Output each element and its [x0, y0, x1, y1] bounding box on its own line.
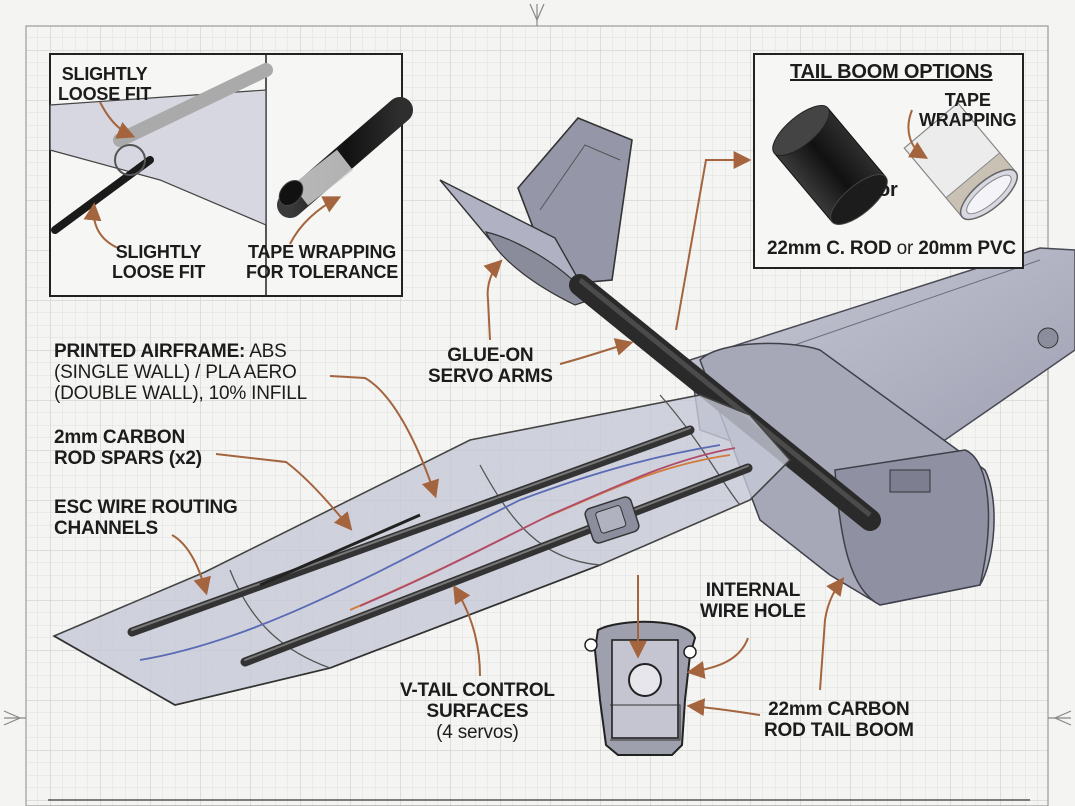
- inset-tape-wrapping-label: TAPE WRAPPING FOR TOLERANCE: [246, 242, 399, 282]
- inset-bottom-fit-label: SLIGHTLY LOOSE FIT: [112, 242, 206, 282]
- or-label: or: [878, 179, 898, 201]
- registration-marks: [3, 3, 1072, 726]
- internal-wire-hole-callout: INTERNAL WIRE HOLE: [700, 580, 806, 622]
- tape-wrapping-option-label: TAPE WRAPPING: [919, 90, 1017, 130]
- tail-boom-options-footer: 22mm C. ROD or 20mm PVC: [767, 238, 1016, 259]
- tail-boom-callout: 22mm CARBON ROD TAIL BOOM: [764, 699, 914, 741]
- loose-fit-inset: [49, 53, 413, 297]
- fuselage-pod: [689, 247, 1075, 606]
- footer-or: or: [896, 238, 914, 259]
- tail-boom-options-title: TAIL BOOM OPTIONS: [790, 61, 993, 83]
- esc-wires: [139, 444, 736, 661]
- v-tail-fin: [439, 117, 633, 306]
- tail-boom: [569, 274, 881, 531]
- inset-top-fit-label: SLIGHTLY LOOSE FIT: [58, 64, 152, 104]
- servo: [584, 496, 640, 544]
- glue-on-servo-callout: GLUE-ON SERVO ARMS: [428, 345, 553, 387]
- v-tail-control-callout: V-TAIL CONTROL SURFACES (4 servos): [400, 680, 555, 743]
- option-pvc: 20mm PVC: [918, 238, 1016, 259]
- esc-wire-callout: ESC WIRE ROUTING CHANNELS: [54, 497, 238, 539]
- callout-arrows: [83, 101, 929, 717]
- printed-airframe-callout: PRINTED AIRFRAME: ABS (SINGLE WALL) / PL…: [54, 341, 307, 404]
- carbon-spars: [127, 425, 753, 667]
- tail-boom-options-inset: [753, 53, 1024, 269]
- option-carbon-rod: 22mm C. ROD: [767, 238, 892, 259]
- carbon-spars-callout: 2mm CARBON ROD SPARS (x2): [54, 427, 202, 469]
